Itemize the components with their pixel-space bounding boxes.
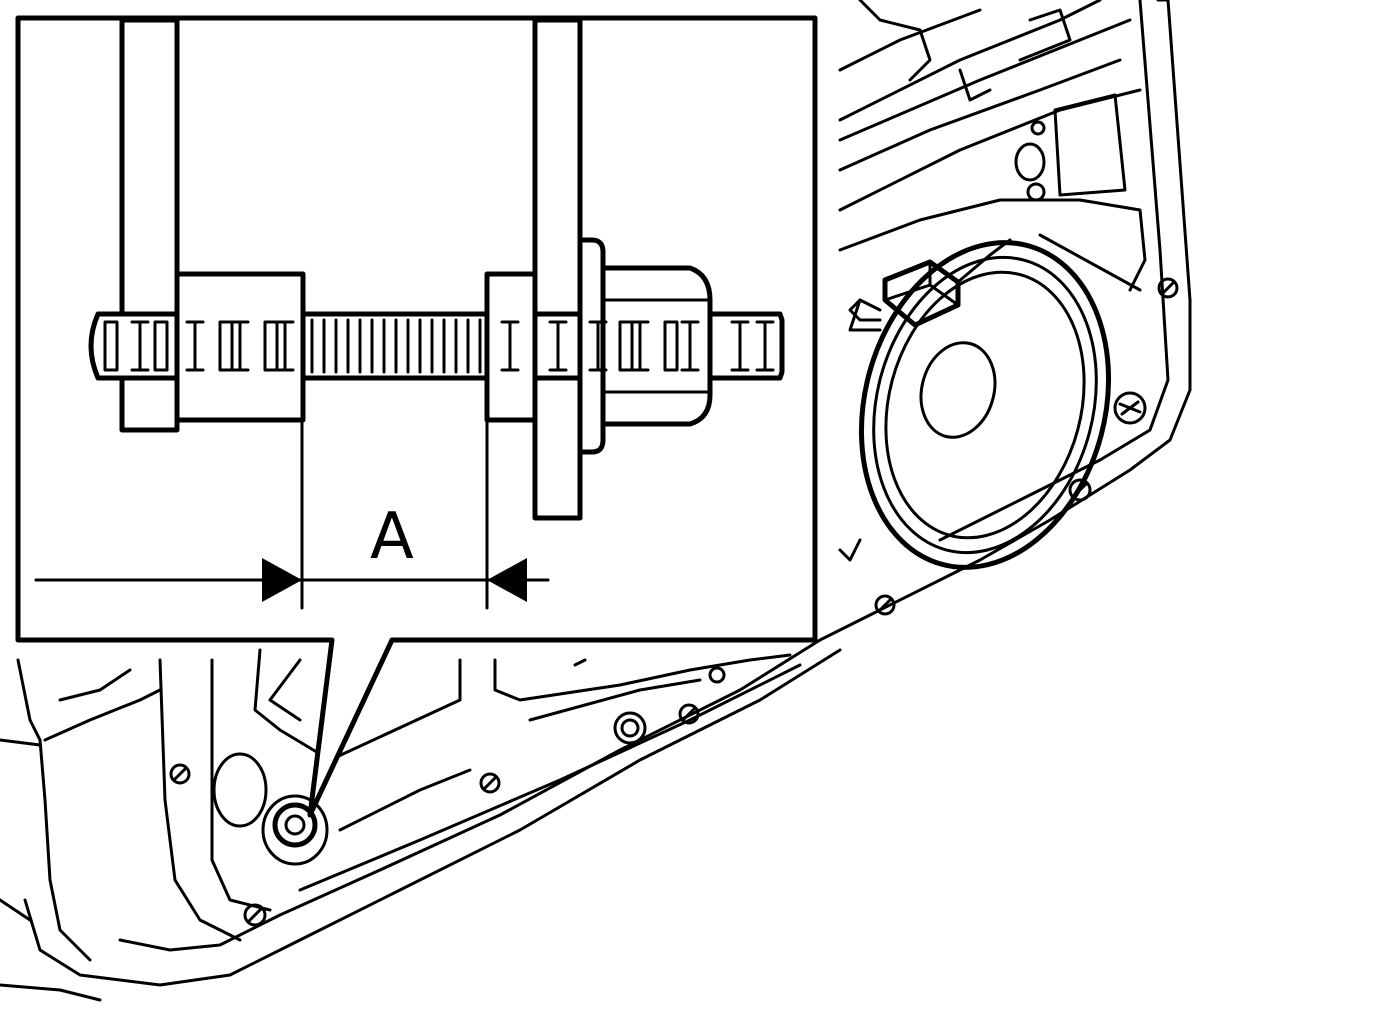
screw-icons xyxy=(169,277,1179,927)
rod-threads-visible xyxy=(103,320,775,372)
thread-flank xyxy=(153,320,169,372)
door-panel-drawing xyxy=(0,0,1192,1002)
dimension-A: A xyxy=(34,418,550,610)
thread-flank xyxy=(263,320,279,372)
thread-mark xyxy=(680,320,700,372)
bracket-plate-right xyxy=(532,17,583,521)
speaker-connector xyxy=(848,238,1012,328)
rod-threads xyxy=(310,318,482,374)
dimension-arrow-left xyxy=(262,558,302,602)
dimension-arrow-right xyxy=(487,558,527,602)
thread-mark xyxy=(730,320,750,372)
nut-washer xyxy=(577,237,606,455)
thread-flank xyxy=(663,320,679,372)
detail-callout: A xyxy=(15,15,818,818)
thread-mark xyxy=(130,320,150,372)
adjusting-bolt xyxy=(212,752,329,866)
thread-mark xyxy=(630,320,650,372)
hex-nut xyxy=(600,265,713,427)
thread-flank xyxy=(103,320,119,372)
thread-mark xyxy=(275,320,295,372)
thread-mark xyxy=(230,320,250,372)
thread-mark xyxy=(185,320,205,372)
thread-mark xyxy=(548,320,568,372)
thread-mark xyxy=(500,320,520,372)
thread-flank xyxy=(218,320,234,372)
thread-mark xyxy=(588,320,608,372)
dimension-label-a: A xyxy=(370,500,414,574)
speaker-drawing xyxy=(848,233,1142,570)
thread-flank xyxy=(618,320,634,372)
thread-mark xyxy=(755,320,775,372)
